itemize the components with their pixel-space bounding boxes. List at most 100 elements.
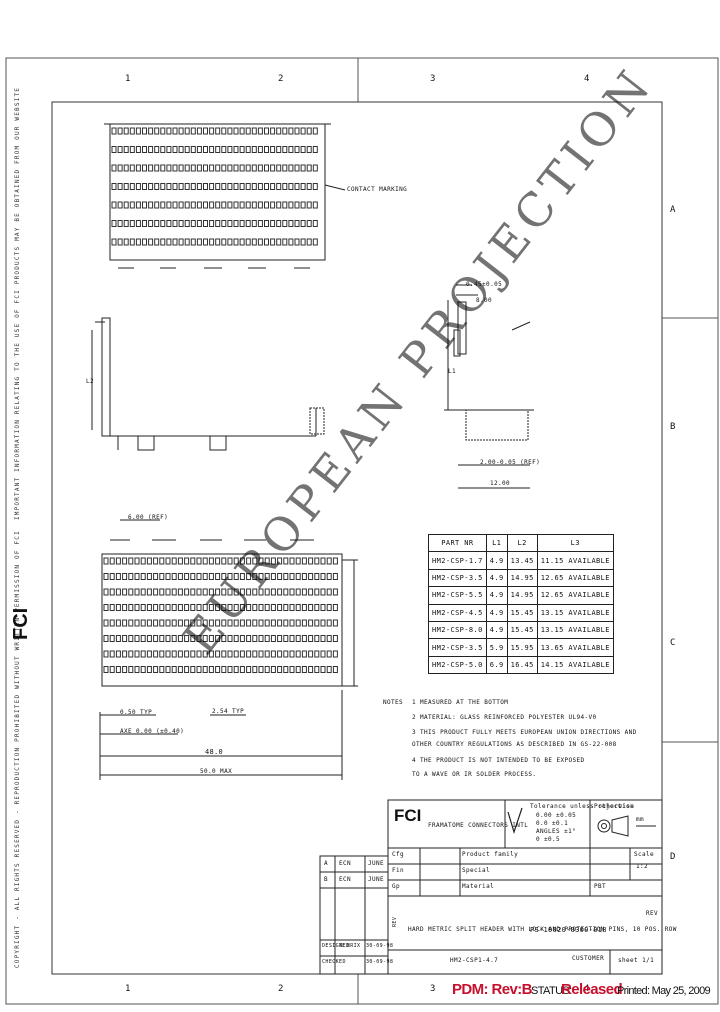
pin-cell	[134, 650, 140, 658]
pin-cell	[227, 557, 233, 565]
header-l3: L3	[536, 533, 614, 553]
pin-cell	[270, 635, 276, 642]
pin-cell	[314, 635, 320, 642]
pin-cell	[115, 650, 121, 658]
pin-cell	[196, 220, 202, 227]
pin-cell	[270, 650, 276, 658]
pin-cell	[301, 635, 307, 642]
pin-cell	[283, 635, 289, 642]
pin-cell	[288, 127, 294, 135]
pin-cell	[140, 557, 146, 565]
zone-top-1: 1	[125, 74, 131, 84]
pin-cell	[257, 146, 263, 153]
pin-cell	[294, 164, 300, 172]
pin-cell	[300, 183, 306, 190]
pin-cell	[202, 666, 208, 673]
contact-marking-label: CONTACT MARKING	[347, 186, 408, 193]
pin-cell	[159, 635, 165, 642]
pin-cell	[239, 183, 245, 190]
pin-cell	[215, 220, 221, 227]
pin-cell	[289, 604, 295, 611]
projection-label: Projection	[594, 803, 635, 810]
pin-cell	[123, 183, 129, 190]
pin-cell	[171, 666, 177, 673]
pin-cell	[190, 619, 196, 627]
table-row: HM2-CSP-3.5 5.9 15.95 13.65 AVAILABLE	[428, 638, 614, 657]
pin-cell	[276, 220, 282, 227]
pin-cell	[289, 635, 295, 642]
pin-cell	[122, 635, 128, 642]
dim-l2: L2	[86, 378, 95, 385]
sig-designed-label: DESIGNED	[322, 943, 350, 949]
pin-cell	[184, 666, 190, 673]
pin-cell	[166, 127, 172, 135]
pin-cell	[221, 588, 227, 596]
pin-cell	[146, 588, 152, 596]
cell-l3: 13.65 AVAILABLE	[536, 638, 614, 657]
product-family-value: Special	[462, 867, 491, 874]
pin-cell	[172, 183, 178, 190]
pin-cell	[312, 146, 318, 153]
pin-cell	[172, 220, 178, 227]
pin-cell	[246, 588, 252, 596]
pin-cell	[320, 619, 326, 627]
pin-cell	[148, 201, 154, 209]
pin-cell	[171, 650, 177, 658]
pin-cell	[196, 164, 202, 172]
dim-2-00-ref: 2.00-0.05 (REF)	[480, 459, 541, 466]
pin-cell	[308, 635, 314, 642]
note-2: 2 MATERIAL: GLASS REINFORCED POLYESTER U…	[412, 714, 597, 721]
pin-cell	[202, 635, 208, 642]
pin-cell	[177, 619, 183, 627]
pin-cell	[277, 619, 283, 627]
cell-l1: 5.9	[485, 638, 508, 657]
pin-cell	[202, 588, 208, 596]
pin-cell	[227, 164, 233, 172]
dim-2-54-typ: 2.54 TYP	[212, 708, 245, 715]
pin-cell	[209, 164, 215, 172]
pin-cell	[146, 604, 152, 611]
pin-cell	[245, 127, 251, 135]
pin-cell	[288, 183, 294, 190]
pin-cell	[196, 635, 202, 642]
pin-cell	[129, 127, 135, 135]
pin-cell	[134, 635, 140, 642]
pin-cell	[123, 201, 129, 209]
pin-cell	[178, 146, 184, 153]
pin-cell	[320, 573, 326, 580]
pin-cell	[208, 588, 214, 596]
pin-cell	[153, 604, 159, 611]
product-family-label: Product family	[462, 851, 519, 858]
pin-cell	[258, 557, 264, 565]
pin-cell	[111, 238, 117, 246]
pin-cell	[148, 220, 154, 227]
pin-cell	[308, 650, 314, 658]
pin-cell	[227, 588, 233, 596]
pin-cell	[128, 619, 134, 627]
pin-cell	[142, 238, 147, 246]
pin-cell	[208, 557, 214, 565]
pin-cell	[184, 604, 190, 611]
sig-designed-date: 30-09-98	[366, 943, 394, 949]
zone-bottom-1: 1	[125, 984, 131, 994]
pin-cell	[282, 164, 288, 172]
note-1: 1 MEASURED AT THE BOTTOM	[412, 699, 509, 706]
dim-l1: L1	[448, 368, 457, 375]
pin-cell	[154, 164, 160, 172]
pin-cell	[308, 557, 314, 565]
pin-cell	[129, 164, 135, 172]
cell-part: HM2-CSP-5.0	[428, 655, 487, 675]
cell-l3: 14.15 AVAILABLE	[536, 655, 614, 675]
cfg-label: Cfg	[392, 851, 405, 858]
pin-cell	[251, 220, 257, 227]
pin-cell	[227, 183, 233, 190]
pin-cell	[190, 238, 196, 246]
pin-cell	[326, 588, 332, 596]
pin-cell	[184, 557, 190, 565]
pin-cell	[308, 619, 314, 627]
pin-cell	[251, 146, 257, 153]
cell-part: HM2-CSP-8.0	[428, 620, 487, 640]
pin-cell	[123, 146, 129, 153]
pin-cell	[239, 220, 245, 227]
pin-cell	[196, 588, 202, 596]
